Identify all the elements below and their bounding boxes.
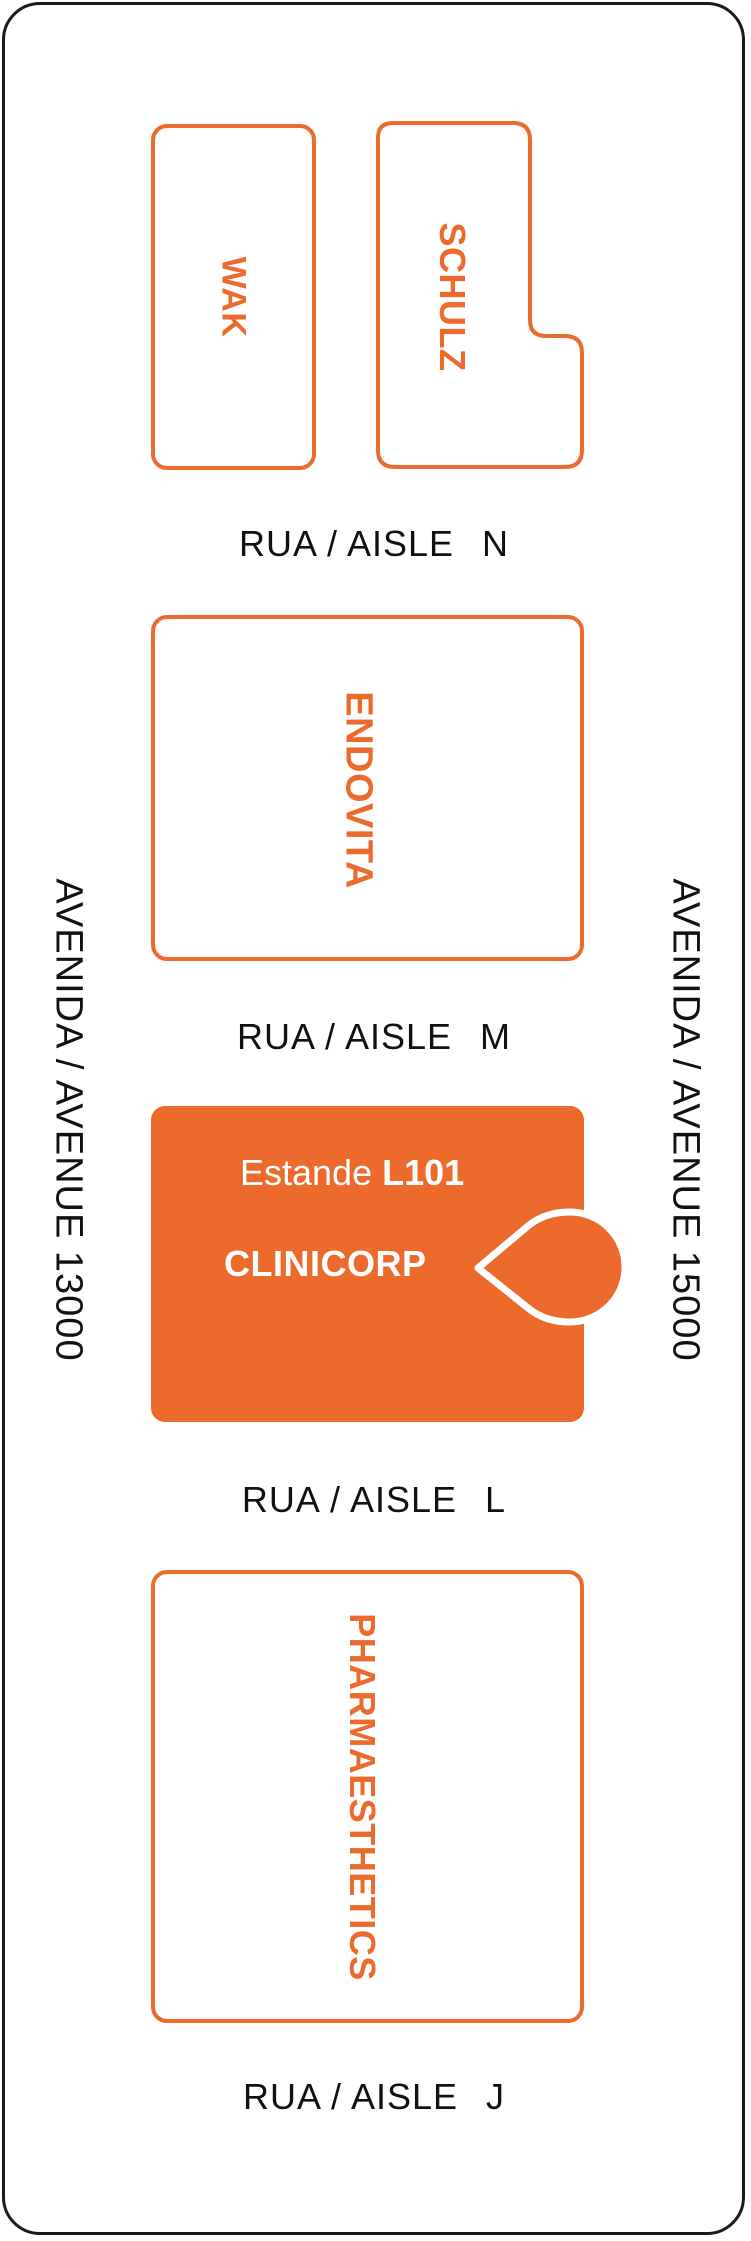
booth-clinicorp-label: CLINICORP: [224, 1243, 427, 1284]
stand-number: Estande L101: [240, 1152, 464, 1194]
aisle-n-label: RUA / AISLE N: [239, 523, 509, 565]
aisle-l-letter: L: [485, 1479, 507, 1520]
aisle-l-label: RUA / AISLE L: [242, 1479, 506, 1521]
aisle-l-text: RUA / AISLE: [241, 1479, 458, 1520]
booth-schulz-label: SCHULZ: [432, 222, 473, 372]
aisle-n-text: RUA / AISLE: [238, 523, 455, 564]
map-pin-icon: [474, 1208, 629, 1326]
avenue-label-right: AVENIDA / AVENUE 15000: [664, 878, 707, 1362]
booth-schulz-outline: [376, 121, 584, 469]
aisle-j-letter: J: [486, 2076, 506, 2117]
aisle-m-label: RUA / AISLE M: [237, 1016, 511, 1058]
booth-schulz[interactable]: [375, 120, 587, 472]
booth-endovita[interactable]: [151, 615, 584, 961]
booth-pharmaesthetics[interactable]: [151, 1570, 584, 2023]
booth-wak[interactable]: [151, 124, 316, 470]
aisle-j-label: RUA / AISLE J: [243, 2076, 505, 2118]
aisle-m-text: RUA / AISLE: [236, 1016, 453, 1057]
aisle-m-letter: M: [480, 1016, 512, 1057]
aisle-n-letter: N: [482, 523, 510, 564]
booth-wak-label: WAK: [214, 256, 253, 338]
stand-code: L101: [382, 1152, 465, 1193]
avenue-label-left: AVENIDA / AVENUE 13000: [47, 878, 90, 1362]
booth-endovita-label: ENDOVITA: [337, 691, 380, 889]
aisle-j-text: RUA / AISLE: [242, 2076, 459, 2117]
booth-pharmaesthetics-label: PHARMAESTHETICS: [342, 1613, 383, 1981]
stand-word: Estande: [240, 1152, 373, 1193]
